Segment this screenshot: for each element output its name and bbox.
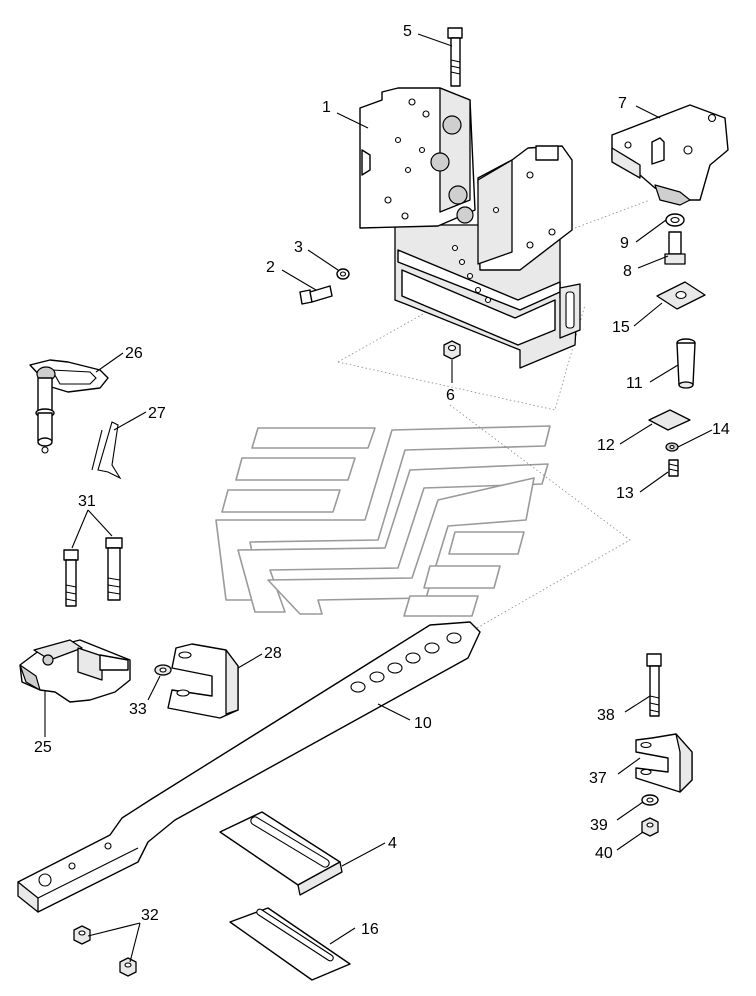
part-26-lynch-pin xyxy=(29,359,109,454)
part-4-plate xyxy=(219,811,343,896)
part-7-top-bracket xyxy=(611,104,729,206)
callout-33: 33 xyxy=(129,701,147,718)
part-25-hitch-jaw xyxy=(19,639,131,703)
part-3-washer xyxy=(336,268,350,280)
part-39-washer xyxy=(641,794,659,806)
callout-28: 28 xyxy=(264,645,282,662)
callout-27: 27 xyxy=(148,405,166,422)
callout-39: 39 xyxy=(590,817,608,834)
part-14-washer xyxy=(665,442,679,452)
callout-26: 26 xyxy=(125,345,143,362)
callout-1: 1 xyxy=(322,99,331,116)
callout-12: 12 xyxy=(597,437,615,454)
part-1-main-bracket xyxy=(359,87,581,369)
callout-40: 40 xyxy=(595,845,613,862)
part-31-bolt-right xyxy=(105,537,123,601)
callout-38: 38 xyxy=(597,707,615,724)
part-40-nut xyxy=(641,817,659,837)
callout-13: 13 xyxy=(616,485,634,502)
part-10-drawbar xyxy=(17,621,481,913)
part-11-pin xyxy=(676,338,696,389)
callout-37: 37 xyxy=(589,770,607,787)
callout-10: 10 xyxy=(414,715,432,732)
callout-8: 8 xyxy=(623,263,632,280)
part-12-plate xyxy=(648,409,691,431)
assembly-lines xyxy=(337,199,651,633)
callout-6: 6 xyxy=(446,387,455,404)
part-13-screw xyxy=(668,459,679,477)
callout-25: 25 xyxy=(34,739,52,756)
part-15-plate xyxy=(656,281,706,310)
part-9-washer xyxy=(665,213,685,227)
callout-4: 4 xyxy=(388,835,397,852)
callout-9: 9 xyxy=(620,235,629,252)
part-5-bolt xyxy=(447,27,463,87)
part-27-spring-clip xyxy=(91,421,122,480)
watermark-logo xyxy=(215,425,551,617)
part-2-bolt xyxy=(299,285,333,305)
callout-2: 2 xyxy=(266,259,275,276)
callout-7: 7 xyxy=(618,95,627,112)
part-31-bolt-left xyxy=(63,549,79,607)
callout-15: 15 xyxy=(612,319,630,336)
callout-32: 32 xyxy=(141,907,159,924)
part-33-washer xyxy=(154,664,172,676)
part-37-bracket xyxy=(635,733,693,793)
callout-16: 16 xyxy=(361,921,379,938)
part-16-plate xyxy=(229,907,351,981)
callout-5: 5 xyxy=(403,23,412,40)
callout-labels: 1 2 3 4 5 6 7 8 9 10 11 12 13 14 15 16 2… xyxy=(34,23,730,938)
part-32-nut-a xyxy=(73,925,91,945)
callout-11: 11 xyxy=(626,375,643,392)
part-28-u-bracket xyxy=(167,643,239,719)
callout-14: 14 xyxy=(712,421,730,438)
leader-lines xyxy=(44,33,713,963)
part-32-nut-b xyxy=(119,957,137,977)
part-38-bolt xyxy=(646,653,662,717)
part-6-nut xyxy=(443,340,461,360)
callout-3: 3 xyxy=(294,239,303,256)
callout-31: 31 xyxy=(78,493,96,510)
part-8-bolt xyxy=(664,231,686,265)
